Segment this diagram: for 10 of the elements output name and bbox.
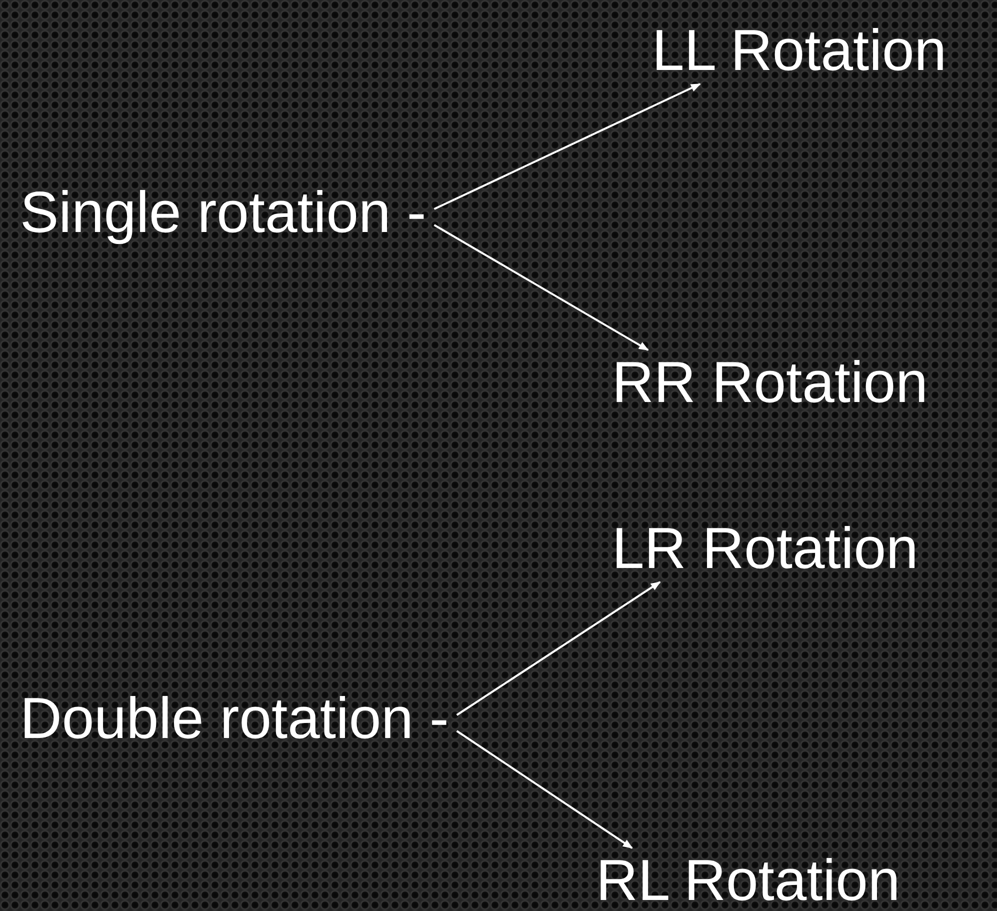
rotation-label: RL Rotation: [596, 852, 900, 910]
arrow: [434, 224, 649, 351]
arrow: [434, 83, 701, 210]
arrow: [456, 581, 661, 716]
rotation-label: LL Rotation: [652, 22, 947, 80]
rotation-label: LR Rotation: [612, 520, 918, 578]
arrow: [456, 730, 633, 849]
rotation-label: Single rotation -: [20, 184, 426, 242]
rotation-label: RR Rotation: [612, 354, 928, 412]
rotation-label: Double rotation -: [20, 690, 449, 748]
